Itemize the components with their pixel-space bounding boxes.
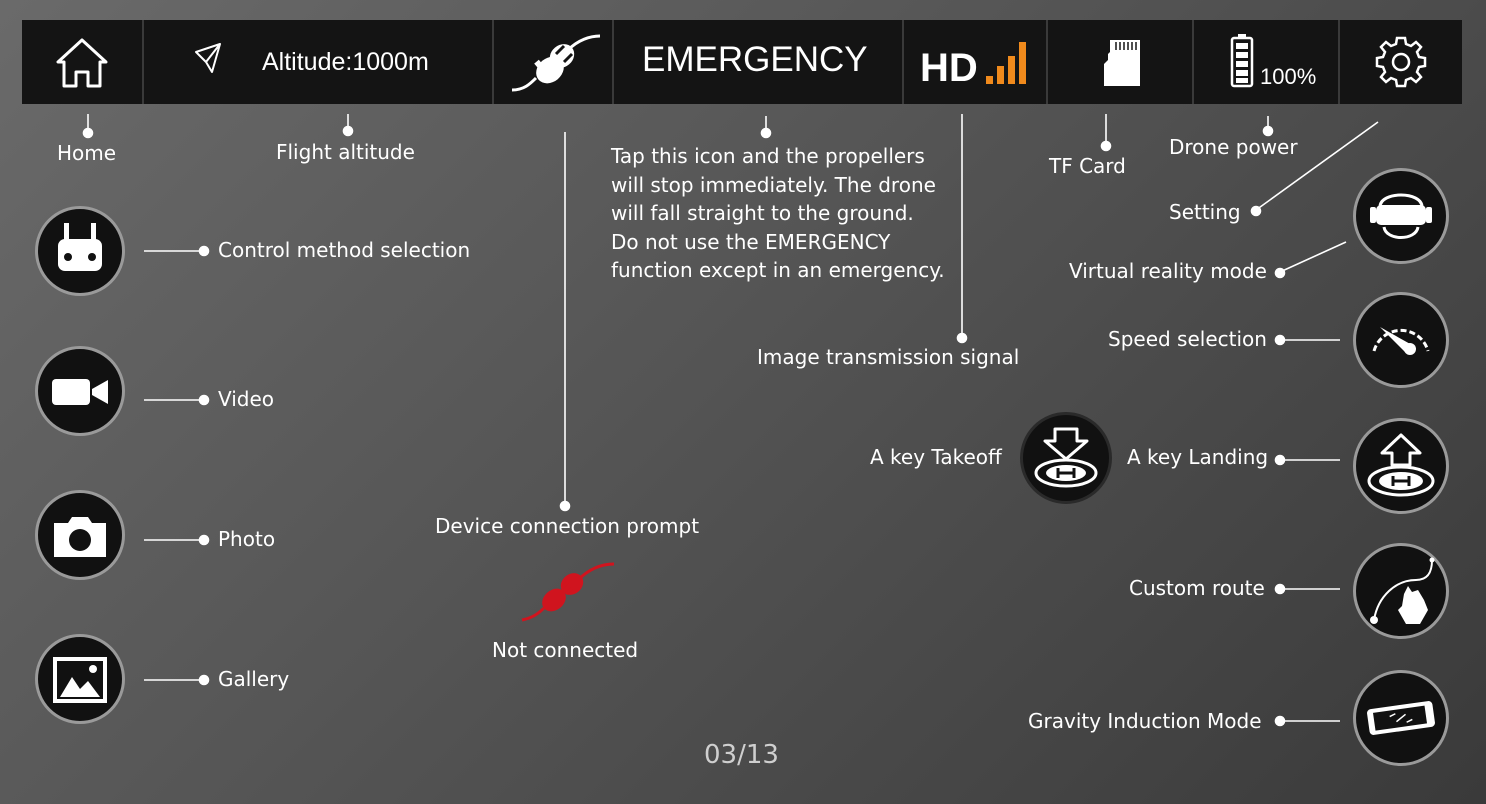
gamepad-icon: [58, 223, 102, 271]
label-not-connected: Not connected: [492, 638, 639, 662]
label-drone-power: Drone power: [1169, 135, 1298, 159]
photo-button[interactable]: [35, 490, 125, 580]
label-control-method: Control method selection: [218, 238, 471, 262]
gallery-button[interactable]: [35, 634, 125, 724]
settings-button[interactable]: [1340, 20, 1462, 104]
a-key-takeoff-button[interactable]: [1020, 412, 1112, 504]
home-icon: [56, 38, 108, 88]
control-method-button[interactable]: [35, 206, 125, 296]
battery-icon: [1230, 34, 1254, 88]
speed-selection-button[interactable]: [1353, 292, 1449, 388]
altitude-display: Altitude:1000m: [144, 20, 492, 104]
device-connection-button[interactable]: [494, 20, 612, 104]
signal-bars-icon: [986, 42, 1026, 84]
vr-headset-icon: [1370, 193, 1432, 239]
gallery-icon: [53, 657, 107, 703]
emergency-button[interactable]: EMERGENCY: [614, 20, 902, 104]
label-a-key-takeoff: A key Takeoff: [870, 445, 1002, 469]
video-camera-icon: [52, 379, 108, 405]
label-image-transmission: Image transmission signal: [757, 345, 1020, 369]
battery-percent: 100%: [1260, 64, 1317, 89]
label-home: Home: [57, 141, 117, 165]
altitude-text: Altitude:1000m: [262, 48, 429, 76]
vr-mode-button[interactable]: [1353, 168, 1449, 264]
tf-card-status: [1048, 20, 1192, 104]
label-video: Video: [218, 387, 275, 411]
sd-card-icon: [1104, 40, 1140, 86]
top-toolbar: Altitude:1000m EMERGENCY HD: [22, 20, 1462, 104]
label-setting: Setting: [1169, 200, 1241, 224]
label-device-connection: Device connection prompt: [435, 514, 700, 538]
paper-plane-icon: [195, 43, 221, 73]
video-button[interactable]: [35, 346, 125, 436]
image-transmission-signal: HD: [904, 20, 1046, 104]
custom-route-button[interactable]: [1353, 543, 1449, 639]
a-key-landing-button[interactable]: [1353, 418, 1449, 514]
plug-icon: [511, 34, 601, 92]
phone-tilt-icon: [1367, 701, 1435, 735]
label-tf-card: TF Card: [1049, 154, 1126, 178]
label-a-key-landing: A key Landing: [1127, 445, 1269, 469]
gravity-induction-button[interactable]: [1353, 670, 1449, 766]
home-button[interactable]: [22, 20, 142, 104]
drone-power-status: 100%: [1194, 20, 1338, 104]
hd-text: HD: [920, 46, 978, 90]
speedometer-icon: [1372, 327, 1430, 355]
page-number: 03/13: [704, 740, 779, 770]
takeoff-icon: [1034, 427, 1098, 488]
gear-icon: [1375, 36, 1427, 88]
label-flight-altitude: Flight altitude: [276, 140, 415, 164]
camera-icon: [54, 517, 106, 557]
disconnected-plug-icon: [521, 562, 615, 622]
label-gallery: Gallery: [218, 667, 290, 691]
label-custom-route: Custom route: [1129, 576, 1265, 600]
landing-icon: [1367, 433, 1435, 497]
label-virtual-reality: Virtual reality mode: [1069, 259, 1267, 283]
label-gravity-induction: Gravity Induction Mode: [1028, 709, 1262, 733]
label-speed-selection: Speed selection: [1108, 327, 1267, 351]
emergency-description: Tap this icon and the propellers will st…: [611, 144, 945, 282]
route-icon: [1370, 557, 1435, 624]
label-photo: Photo: [218, 527, 276, 551]
emergency-text: EMERGENCY: [642, 40, 868, 79]
